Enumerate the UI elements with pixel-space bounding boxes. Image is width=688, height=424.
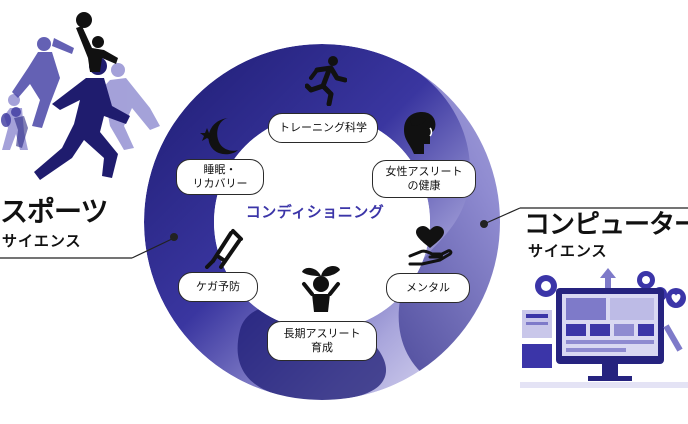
crutch-icon xyxy=(205,229,243,269)
sports-subtitle: サイエンス xyxy=(2,232,82,250)
sports-title: スポーツ xyxy=(0,195,108,228)
node-sleep-recovery: 睡眠・ リカバリー xyxy=(176,159,264,195)
node-women-athlete-health: 女性アスリート の健康 xyxy=(372,160,476,198)
child-sprout-icon xyxy=(302,266,340,312)
moon-star-icon xyxy=(200,118,238,155)
heart-hand-icon xyxy=(408,226,453,266)
computer-subtitle: サイエンス xyxy=(528,242,608,260)
running-person-icon xyxy=(305,56,347,106)
node-long-term-athlete-development: 長期アスリート 育成 xyxy=(267,321,377,361)
woman-head-icon xyxy=(404,112,436,154)
node-training-science: トレーニング科学 xyxy=(268,113,378,143)
node-injury-prevention: ケガ予防 xyxy=(178,272,258,302)
computer-title: コンピューター xyxy=(524,210,688,240)
center-label: コンディショニング xyxy=(245,203,385,221)
athletes-illustration xyxy=(1,12,160,180)
computer-dashboard-illustration xyxy=(520,268,688,388)
node-mental: メンタル xyxy=(386,273,470,303)
